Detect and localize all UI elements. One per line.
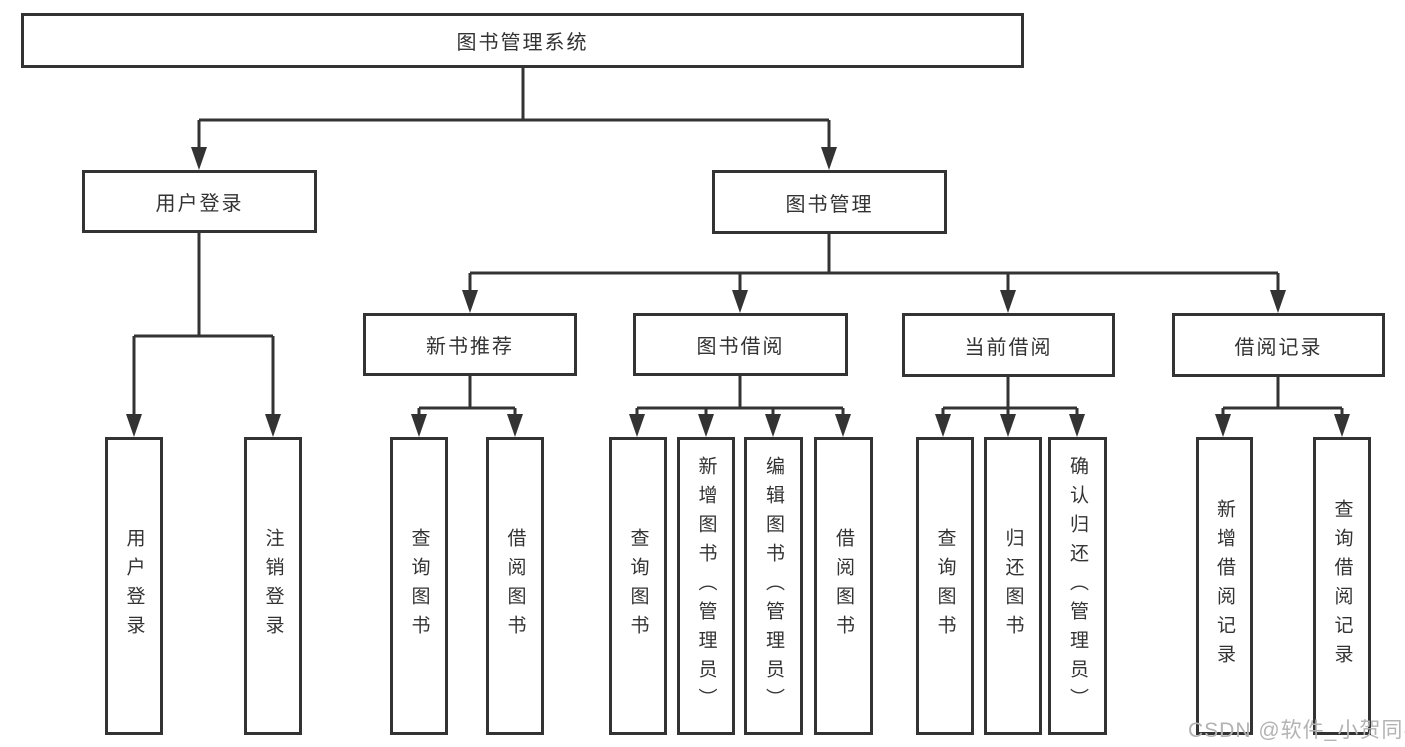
node-book-management-branch: 图书管理 — [712, 170, 947, 234]
node-borrow-books-leaf: 借阅图书 — [814, 437, 873, 735]
node-book-borrowing: 图书借阅 — [633, 313, 848, 376]
node-add-borrow-record: 新增借阅记录 — [1196, 437, 1253, 735]
arrowhead-icons — [126, 147, 1350, 437]
node-add-book-admin: 新增图书（管理员） — [677, 437, 735, 735]
node-new-book-recommendation: 新书推荐 — [363, 313, 577, 376]
node-confirm-return-admin: 确认归还（管理员） — [1048, 437, 1107, 735]
node-current-borrowing: 当前借阅 — [902, 313, 1115, 377]
node-query-books-current: 查询图书 — [916, 437, 974, 735]
node-query-books-recommend: 查询图书 — [390, 437, 448, 735]
csdn-watermark: CSDN @软件_小贺同学 — [1188, 719, 1405, 742]
node-library-management-system: 图书管理系统 — [21, 13, 1024, 68]
node-logout: 注销登录 — [244, 437, 302, 735]
node-edit-book-admin: 编辑图书（管理员） — [744, 437, 803, 735]
node-return-books: 归还图书 — [984, 437, 1042, 735]
node-query-books-borrowing: 查询图书 — [609, 437, 667, 735]
node-query-borrow-record: 查询借阅记录 — [1313, 437, 1371, 735]
node-borrowing-records: 借阅记录 — [1172, 313, 1385, 377]
node-user-login-leaf: 用户登录 — [105, 437, 163, 735]
node-user-login-branch: 用户登录 — [82, 170, 317, 233]
node-borrow-books-recommend: 借阅图书 — [486, 437, 544, 735]
